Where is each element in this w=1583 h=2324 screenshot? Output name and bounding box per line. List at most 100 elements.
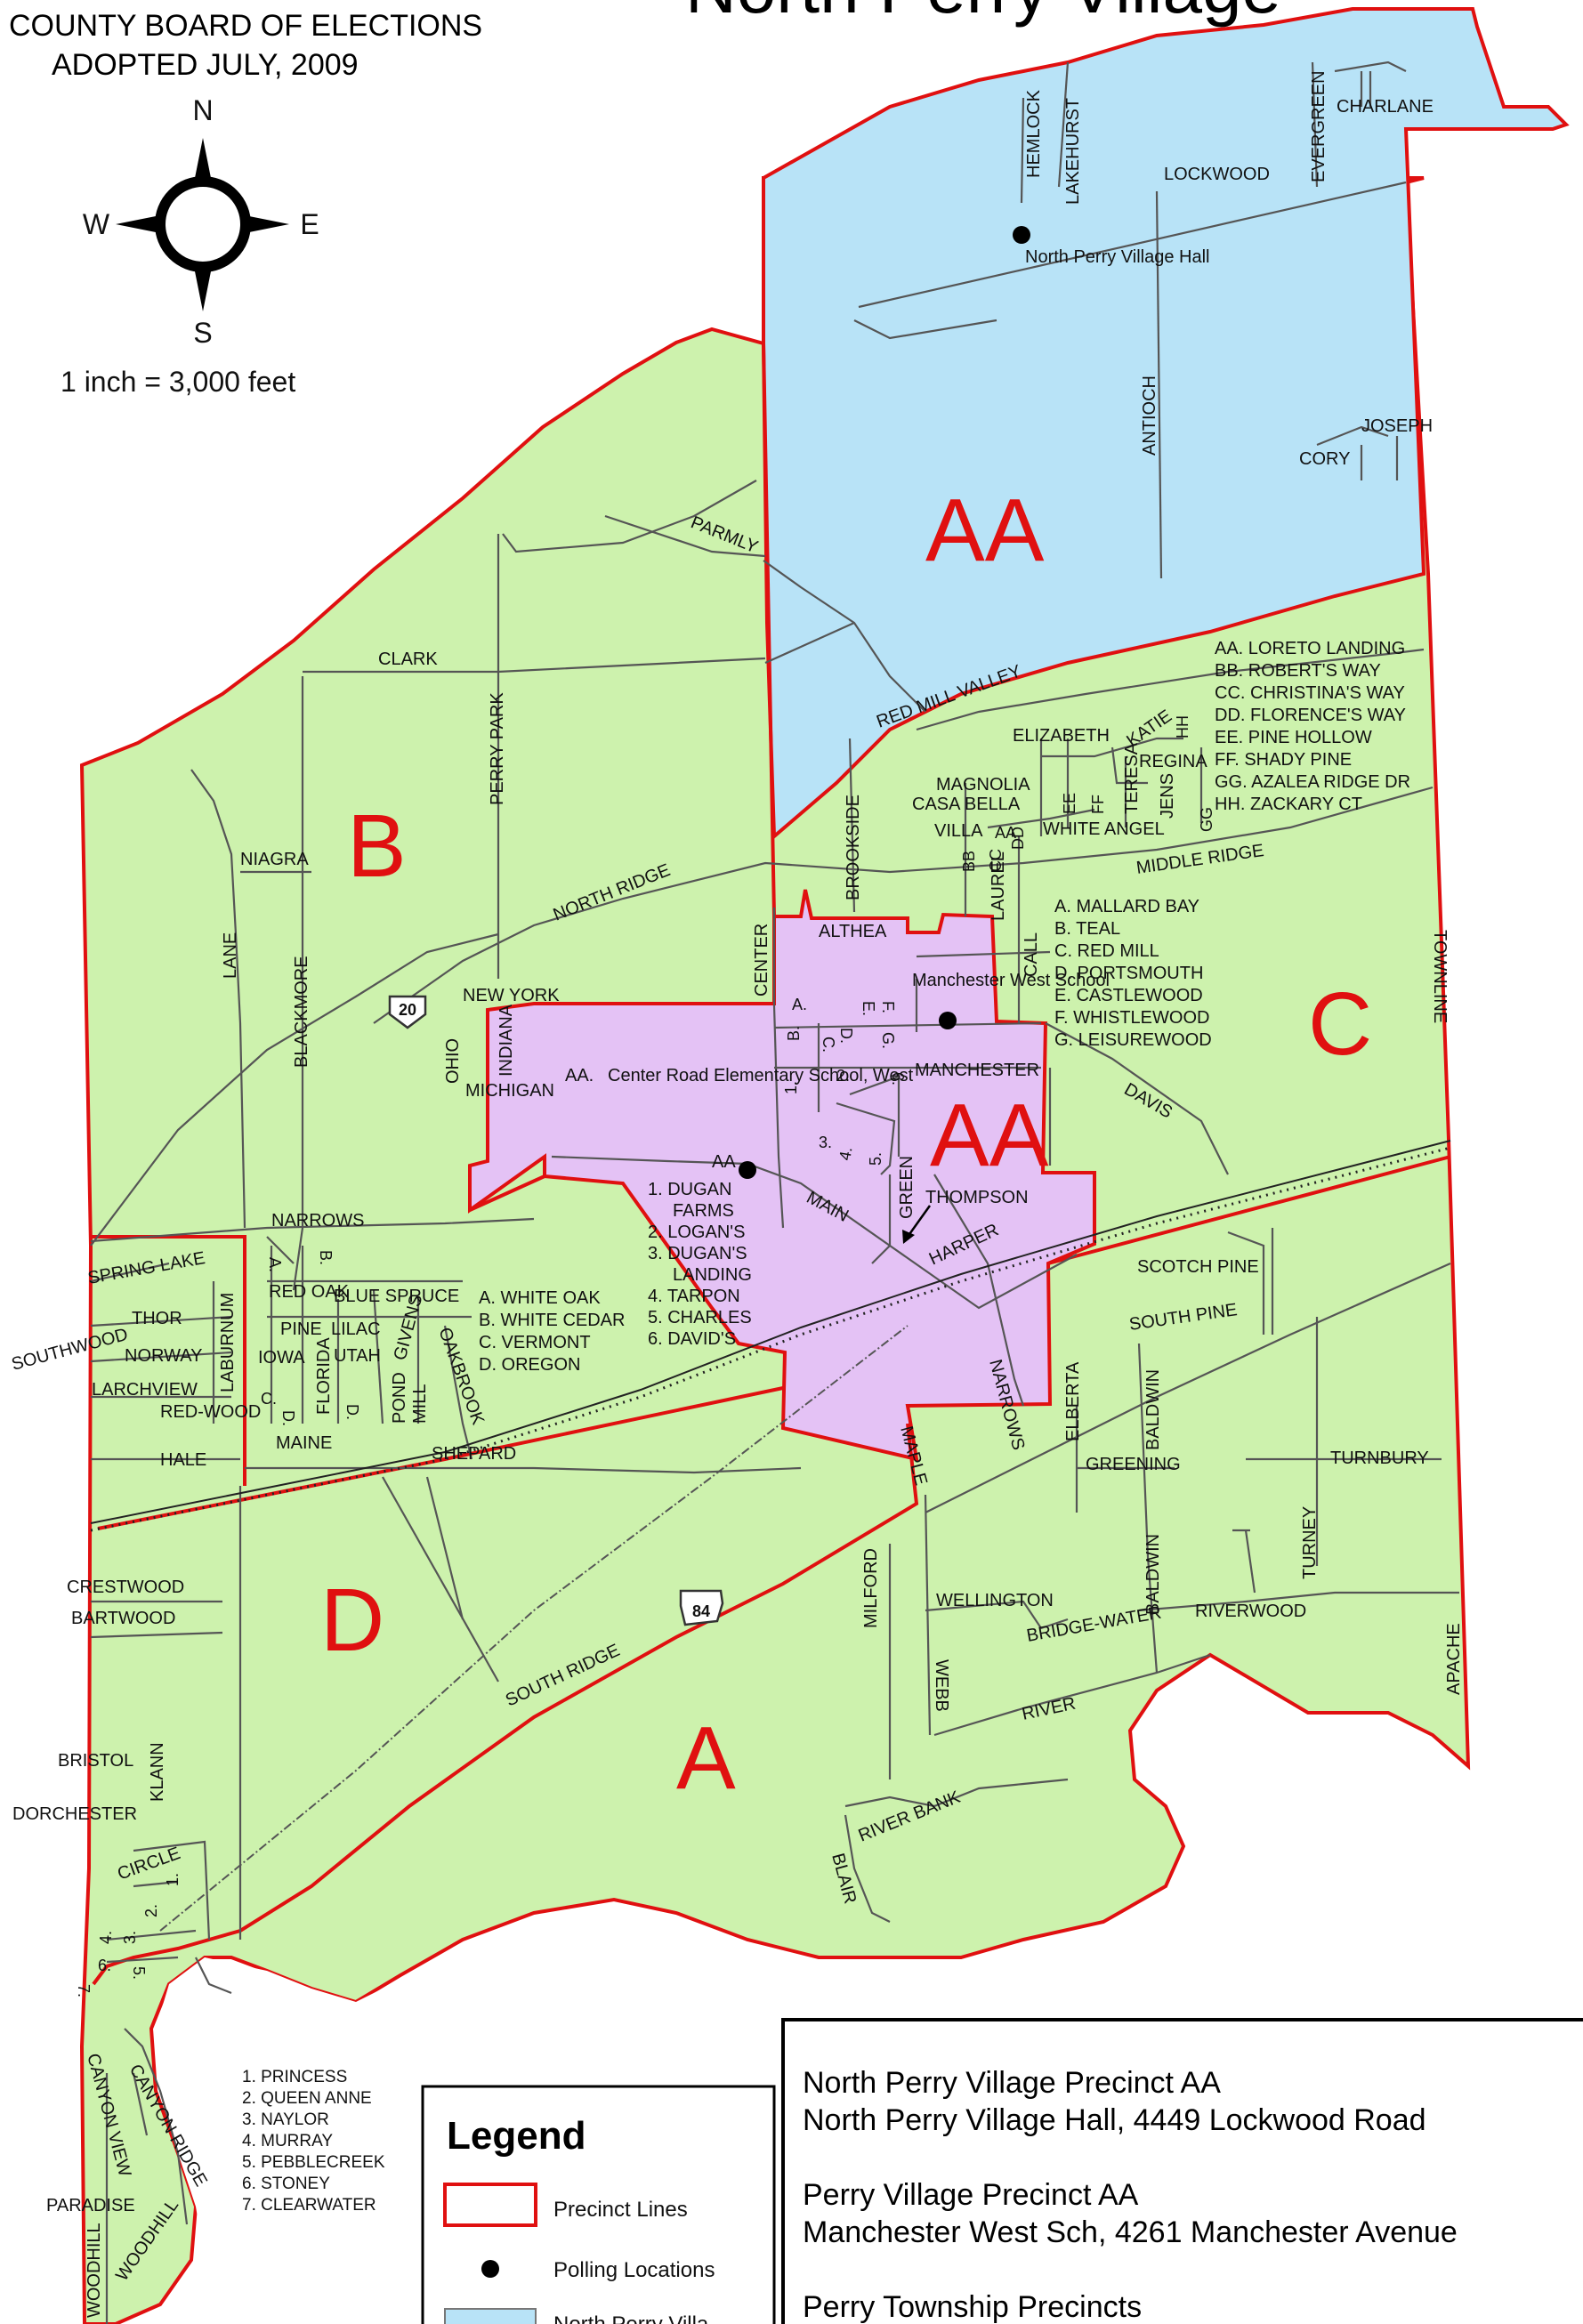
precinct-line	[92, 1423, 919, 1986]
street-label: INDIANA	[497, 1004, 516, 1077]
map-scale: 1 inch = 3,000 feet	[61, 366, 295, 398]
street-label: MAINE	[276, 1433, 332, 1453]
list-item: 5. CHARLES	[648, 1308, 752, 1327]
key-letter: HH	[1174, 715, 1191, 738]
street-label: APACHE	[1444, 1623, 1464, 1695]
us-route-number: 20	[399, 1001, 416, 1019]
precinct-label-d: D	[320, 1570, 384, 1670]
list-item: 2. QUEEN ANNE	[242, 2089, 372, 2108]
center-road-aa-label: AA.	[565, 1066, 594, 1085]
street-label: NEW YORK	[463, 986, 560, 1005]
street-label: JOSEPH	[1361, 416, 1433, 436]
street-label: JENS	[1158, 773, 1177, 819]
legend-village-swatch	[444, 2308, 537, 2324]
street-label: SHEPARD	[432, 1444, 516, 1464]
board-heading: COUNTY BOARD OF ELECTIONS	[9, 9, 482, 43]
state-route-number: 84	[692, 1602, 710, 1620]
key-letter: D.	[837, 1028, 855, 1044]
info-line: Perry Township Precincts	[803, 2290, 1142, 2324]
street-label: GREENING	[1086, 1455, 1181, 1474]
street-label: LANE	[221, 932, 240, 979]
map-title: North Perry Village	[685, 0, 1281, 28]
street-label: DORCHESTER	[12, 1804, 137, 1824]
street-label: PARADISE	[46, 2196, 135, 2215]
street-label: HALE	[160, 1450, 206, 1470]
street-label: LARCHVIEW	[92, 1380, 198, 1400]
street-label: TURNBURY	[1330, 1448, 1429, 1468]
key-letter: G.	[879, 1032, 897, 1049]
street-label: WELLINGTON	[936, 1591, 1054, 1610]
street-label: RIVERWOOD	[1195, 1602, 1306, 1621]
street-label: OHIO	[443, 1038, 463, 1084]
key-letter: 1.	[164, 1873, 182, 1886]
list-item: 3. NAYLOR	[242, 2110, 329, 2129]
street-label: TERESA	[1122, 742, 1142, 814]
key-letter: 1.	[782, 1081, 800, 1094]
compass-s: S	[193, 317, 212, 349]
street-label: REGINA	[1139, 752, 1207, 771]
list-oak: A. WHITE OAK B. WHITE CEDAR C. VERMONT D…	[479, 1288, 625, 1375]
street-label: POND	[390, 1372, 409, 1424]
street-label: IOWA	[258, 1348, 305, 1368]
list-east: A. MALLARD BAY B. TEAL C. RED MILL D. PO…	[1054, 897, 1212, 1050]
street-label: PINE	[280, 1319, 322, 1339]
street-label: UTAH	[334, 1346, 381, 1366]
street-label: HEMLOCK	[1024, 89, 1044, 178]
list-item: E. CASTLEWOOD	[1054, 986, 1203, 1005]
street-label: BLUE SPRUCE	[334, 1287, 459, 1306]
list-item: D. OREGON	[479, 1355, 580, 1375]
info-line: North Perry Village Precinct AA	[803, 2066, 1221, 2100]
key-letter: 6.	[889, 1072, 907, 1085]
polling-location-dot	[1013, 226, 1030, 244]
street-label: GREEN	[897, 1156, 917, 1219]
street-label: MILFORD	[861, 1548, 881, 1628]
perry-village-region	[468, 889, 1096, 1462]
precinct-label-aa-south: AA	[930, 1085, 1049, 1185]
list-item: FARMS	[673, 1201, 734, 1221]
list-southwest: 1. PRINCESS 2. QUEEN ANNE 3. NAYLOR 4. M…	[242, 2068, 385, 2215]
legend-polling-label: Polling Locations	[553, 2258, 715, 2282]
key-letter: BB	[960, 851, 978, 872]
list-item: 4. MURRAY	[242, 2132, 333, 2151]
street-label: MANCHESTER	[915, 1061, 1039, 1080]
key-letter: 3.	[121, 1931, 139, 1944]
street-label: WOODHILL	[85, 2223, 104, 2318]
street-label: BLACKMORE	[292, 956, 311, 1068]
list-item: C. RED MILL	[1054, 941, 1159, 961]
street-label: THOMPSON	[925, 1188, 1029, 1207]
info-line: Manchester West Sch, 4261 Manchester Ave…	[803, 2215, 1458, 2249]
list-item: C. VERMONT	[479, 1333, 591, 1352]
key-letter: D.	[343, 1404, 361, 1420]
key-letter: C.	[820, 1037, 837, 1053]
legend-precinct-label: Precinct Lines	[553, 2198, 688, 2222]
street-label: ELBERTA	[1063, 1361, 1083, 1441]
street-label: CLARK	[378, 650, 438, 669]
key-letter: DD	[1009, 827, 1027, 850]
precinct-label-c: C	[1308, 974, 1372, 1074]
list-item: B. TEAL	[1054, 919, 1120, 939]
street-label: SCOTCH PINE	[1137, 1257, 1259, 1277]
street-label: CRESTWOOD	[67, 1578, 184, 1597]
key-letter: 2.	[142, 1904, 160, 1917]
polling-aa-mark: AA	[712, 1152, 736, 1172]
precinct-line	[469, 1174, 545, 1212]
polling-location-dot	[939, 1012, 957, 1029]
info-box	[781, 2018, 1583, 2324]
list-item: EE. PINE HOLLOW	[1215, 728, 1372, 747]
street-label: MAGNOLIA	[936, 775, 1030, 795]
compass-e: E	[300, 208, 319, 240]
street-label: LILAC	[331, 1319, 381, 1339]
list-item: CC. CHRISTINA'S WAY	[1215, 683, 1405, 703]
street-label: FLORIDA	[314, 1337, 334, 1415]
key-letter: A.	[792, 996, 807, 1013]
street-label: ANTIOCH	[1140, 375, 1159, 456]
compass-n: N	[192, 94, 213, 126]
compass-rose-icon	[116, 138, 289, 311]
street-label: CASA BELLA	[912, 795, 1021, 814]
adopted-date: ADOPTED JULY, 2009	[52, 48, 359, 82]
list-item: A. MALLARD BAY	[1054, 897, 1199, 916]
street-label: WEBB	[932, 1659, 951, 1712]
compass-w: W	[83, 208, 110, 240]
list-item: AA. LORETO LANDING	[1215, 639, 1405, 658]
info-line: Perry Village Precinct AA	[803, 2178, 1139, 2212]
